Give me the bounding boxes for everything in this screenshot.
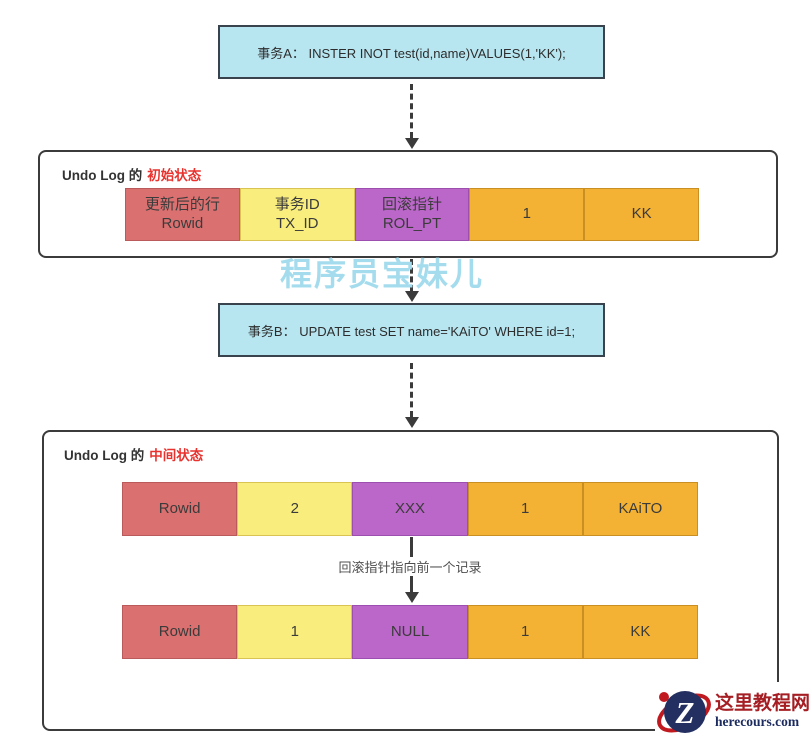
cell-txid: 2 [237,482,353,536]
panel-title-highlight: 初始状态 [147,168,202,183]
cell-line: 1 [521,622,530,640]
cell-line: XXX [395,499,426,517]
cell-rollback-pointer: NULL [352,605,468,659]
z-globe-icon: Z [657,691,711,733]
cell-name-value: KK [582,605,699,659]
cell-id-value: 1 [467,605,583,659]
cell-line: Rowid [161,214,204,232]
cell-id-value: 1 [467,482,583,536]
undo-log-middle-row-previous: Rowid 1 NULL 1 KK [122,605,699,659]
cell-line: 更新后的行 [144,195,220,213]
cell-line: TX_ID [275,214,319,232]
transaction-b-box: 事务B： UPDATE test SET name='KAiTO' WHERE … [218,303,605,357]
arrow-initial-to-b-line [410,259,413,291]
transaction-a-sql: 事务A： INSTER INOT test(id,name)VALUES(1,'… [257,45,566,61]
cell-rollback-pointer: XXX [352,482,468,536]
transaction-b-sql: 事务B： UPDATE test SET name='KAiTO' WHERE … [247,323,576,339]
site-logo-icon: Z [655,682,713,740]
cell-line: 1 [521,499,530,517]
cell-name-value: KK [584,188,699,241]
panel-title-highlight: 中间状态 [149,448,204,463]
arrow-a-to-initial-line [410,84,413,138]
cell-rowid: Rowid [122,482,238,536]
cell-id-value: 1 [469,188,585,241]
undo-log-middle-title: Undo Log 的中间状态 [64,444,203,464]
cell-line: 2 [290,499,299,517]
arrow-down-icon [405,417,419,428]
site-url: herecours.com [715,713,800,729]
watermark-text: 程序员宝妹儿 [280,256,485,292]
cell-line: KAiTO [618,499,663,517]
arrow-down-icon [405,138,419,149]
cell-line: 回滚指针 [381,195,442,213]
rollback-pointer-note: 回滚指针指向前一个记录 [333,557,487,576]
arrow-down-icon [405,592,419,603]
cell-line: 1 [522,205,531,223]
cell-line: Rowid [158,499,201,517]
undo-log-initial-panel: Undo Log 的初始状态 更新后的行 Rowid 事务ID TX_ID 回滚… [38,150,778,258]
arrow-b-to-middle-line [410,363,413,417]
undo-log-initial-title: Undo Log 的初始状态 [62,164,201,184]
cell-txid: 1 [237,605,353,659]
undo-log-middle-row-current: Rowid 2 XXX 1 KAiTO [122,482,699,536]
site-logo: Z 这里教程网 herecours.com [655,682,809,740]
transaction-a-box: 事务A： INSTER INOT test(id,name)VALUES(1,'… [218,25,605,79]
svg-text:Z: Z [675,695,695,730]
cell-line: NULL [390,622,430,640]
cell-rowid-header: 更新后的行 Rowid [125,188,240,241]
cell-line: 事务ID [274,195,320,213]
panel-title-prefix: Undo Log 的 [62,168,143,183]
cell-txid-header: 事务ID TX_ID [239,188,355,241]
undo-log-initial-row: 更新后的行 Rowid 事务ID TX_ID 回滚指针 ROL_PT 1 KK [125,188,699,241]
cell-rowid: Rowid [122,605,238,659]
site-name: 这里教程网 [715,692,809,714]
panel-title-prefix: Undo Log 的 [64,448,145,463]
site-logo-text: 这里教程网 herecours.com [715,693,809,730]
cell-line: ROL_PT [382,214,442,232]
cell-line: 1 [290,622,299,640]
cell-line: KK [631,205,652,223]
cell-line: Rowid [158,622,201,640]
arrow-down-icon [405,291,419,302]
cell-rollback-pointer-header: 回滚指针 ROL_PT [354,188,470,241]
cell-line: KK [630,622,651,640]
cell-name-value: KAiTO [582,482,699,536]
